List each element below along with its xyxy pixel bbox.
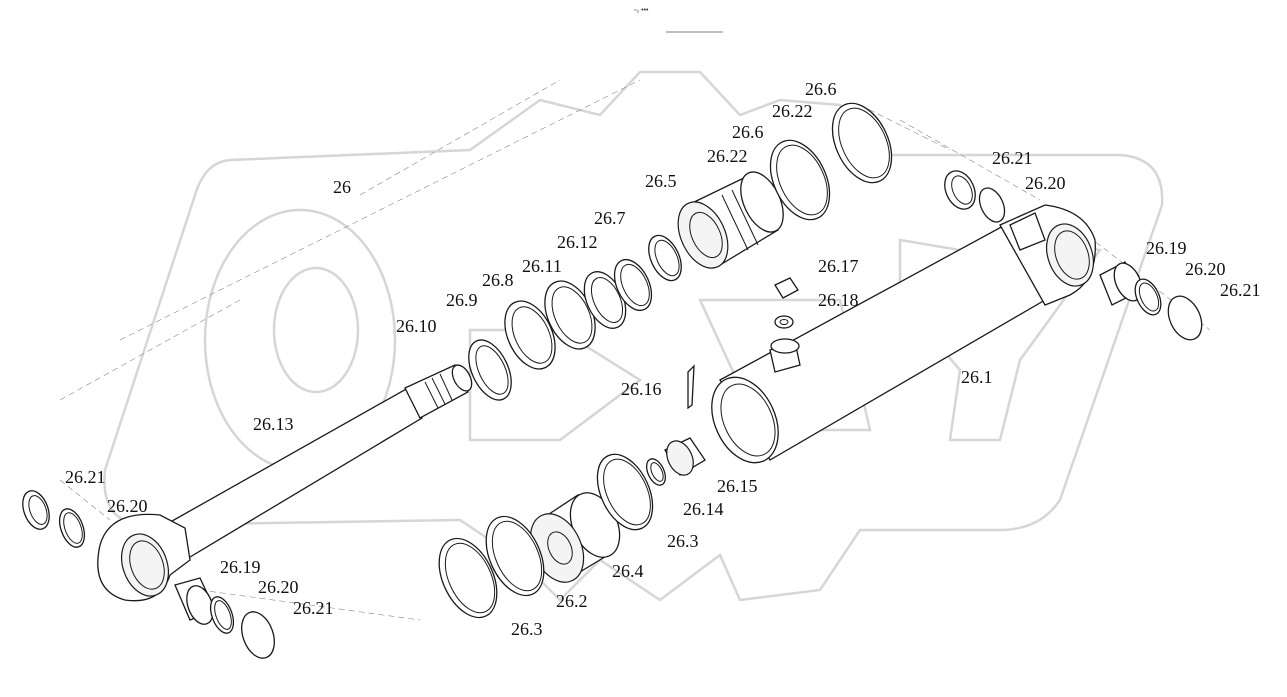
- label-26-20-right-lower: 26.20: [1185, 259, 1226, 279]
- cotter-pin-part: [687, 364, 695, 410]
- label-26-8: 26.8: [482, 270, 514, 290]
- label-26-1: 26.1: [961, 367, 993, 387]
- label-26-19-left: 26.19: [220, 557, 261, 577]
- label-26-21-right-lower: 26.21: [1220, 280, 1261, 300]
- piston-nut-parts: [645, 437, 706, 486]
- label-26-14: 26.14: [683, 499, 724, 519]
- label-26-21-right-upper: 26.21: [992, 148, 1033, 168]
- gland-part: [677, 171, 784, 269]
- label-26-20-left-lower: 26.20: [258, 577, 299, 597]
- cylinder-tube-part: [711, 204, 1096, 464]
- label-26-11: 26.11: [522, 256, 562, 276]
- label-26-21-left-upper: 26.21: [65, 467, 106, 487]
- label-26-2: 26.2: [556, 591, 588, 611]
- label-26-13: 26.13: [253, 414, 294, 434]
- label-26-3-upper: 26.3: [667, 531, 699, 551]
- label-26-20-left-upper: 26.20: [107, 496, 148, 516]
- piston-rod-part: [164, 364, 473, 561]
- label-26-21-left-lower: 26.21: [293, 598, 334, 618]
- header-code: ▫₂ •••: [634, 7, 649, 14]
- rod-eye-left: [97, 513, 191, 602]
- label-26-15: 26.15: [717, 476, 758, 496]
- left-eye-seals: [22, 490, 86, 548]
- label-26-6-upper: 26.6: [805, 79, 837, 99]
- label-26-3-lower: 26.3: [511, 619, 543, 639]
- label-26-19-right: 26.19: [1146, 238, 1187, 258]
- label-26-16: 26.16: [621, 379, 662, 399]
- label-26: 26: [333, 177, 351, 197]
- part-labels: 26 26.1 26.2 26.3 26.3 26.4 26.5 26.6 26…: [65, 79, 1261, 639]
- label-26-4: 26.4: [612, 561, 644, 581]
- gland-outer-rings: [769, 102, 893, 221]
- label-26-6-lower: 26.6: [732, 122, 764, 142]
- label-26-7: 26.7: [594, 208, 626, 228]
- label-26-17: 26.17: [818, 256, 859, 276]
- port-fitting-parts: [769, 277, 801, 373]
- label-26-5: 26.5: [645, 171, 677, 191]
- label-26-22-upper: 26.22: [772, 101, 813, 121]
- label-26-9: 26.9: [446, 290, 478, 310]
- label-26-20-right-upper: 26.20: [1025, 173, 1066, 193]
- label-26-18: 26.18: [818, 290, 859, 310]
- label-26-22-lower: 26.22: [707, 146, 748, 166]
- rod-eye-bushing-set: [174, 577, 275, 659]
- label-26-12: 26.12: [557, 232, 598, 252]
- piston-part: [438, 453, 654, 619]
- gland-seal-rings: [468, 234, 682, 401]
- label-26-10: 26.10: [396, 316, 437, 336]
- cap-eye-seals: [944, 170, 1203, 341]
